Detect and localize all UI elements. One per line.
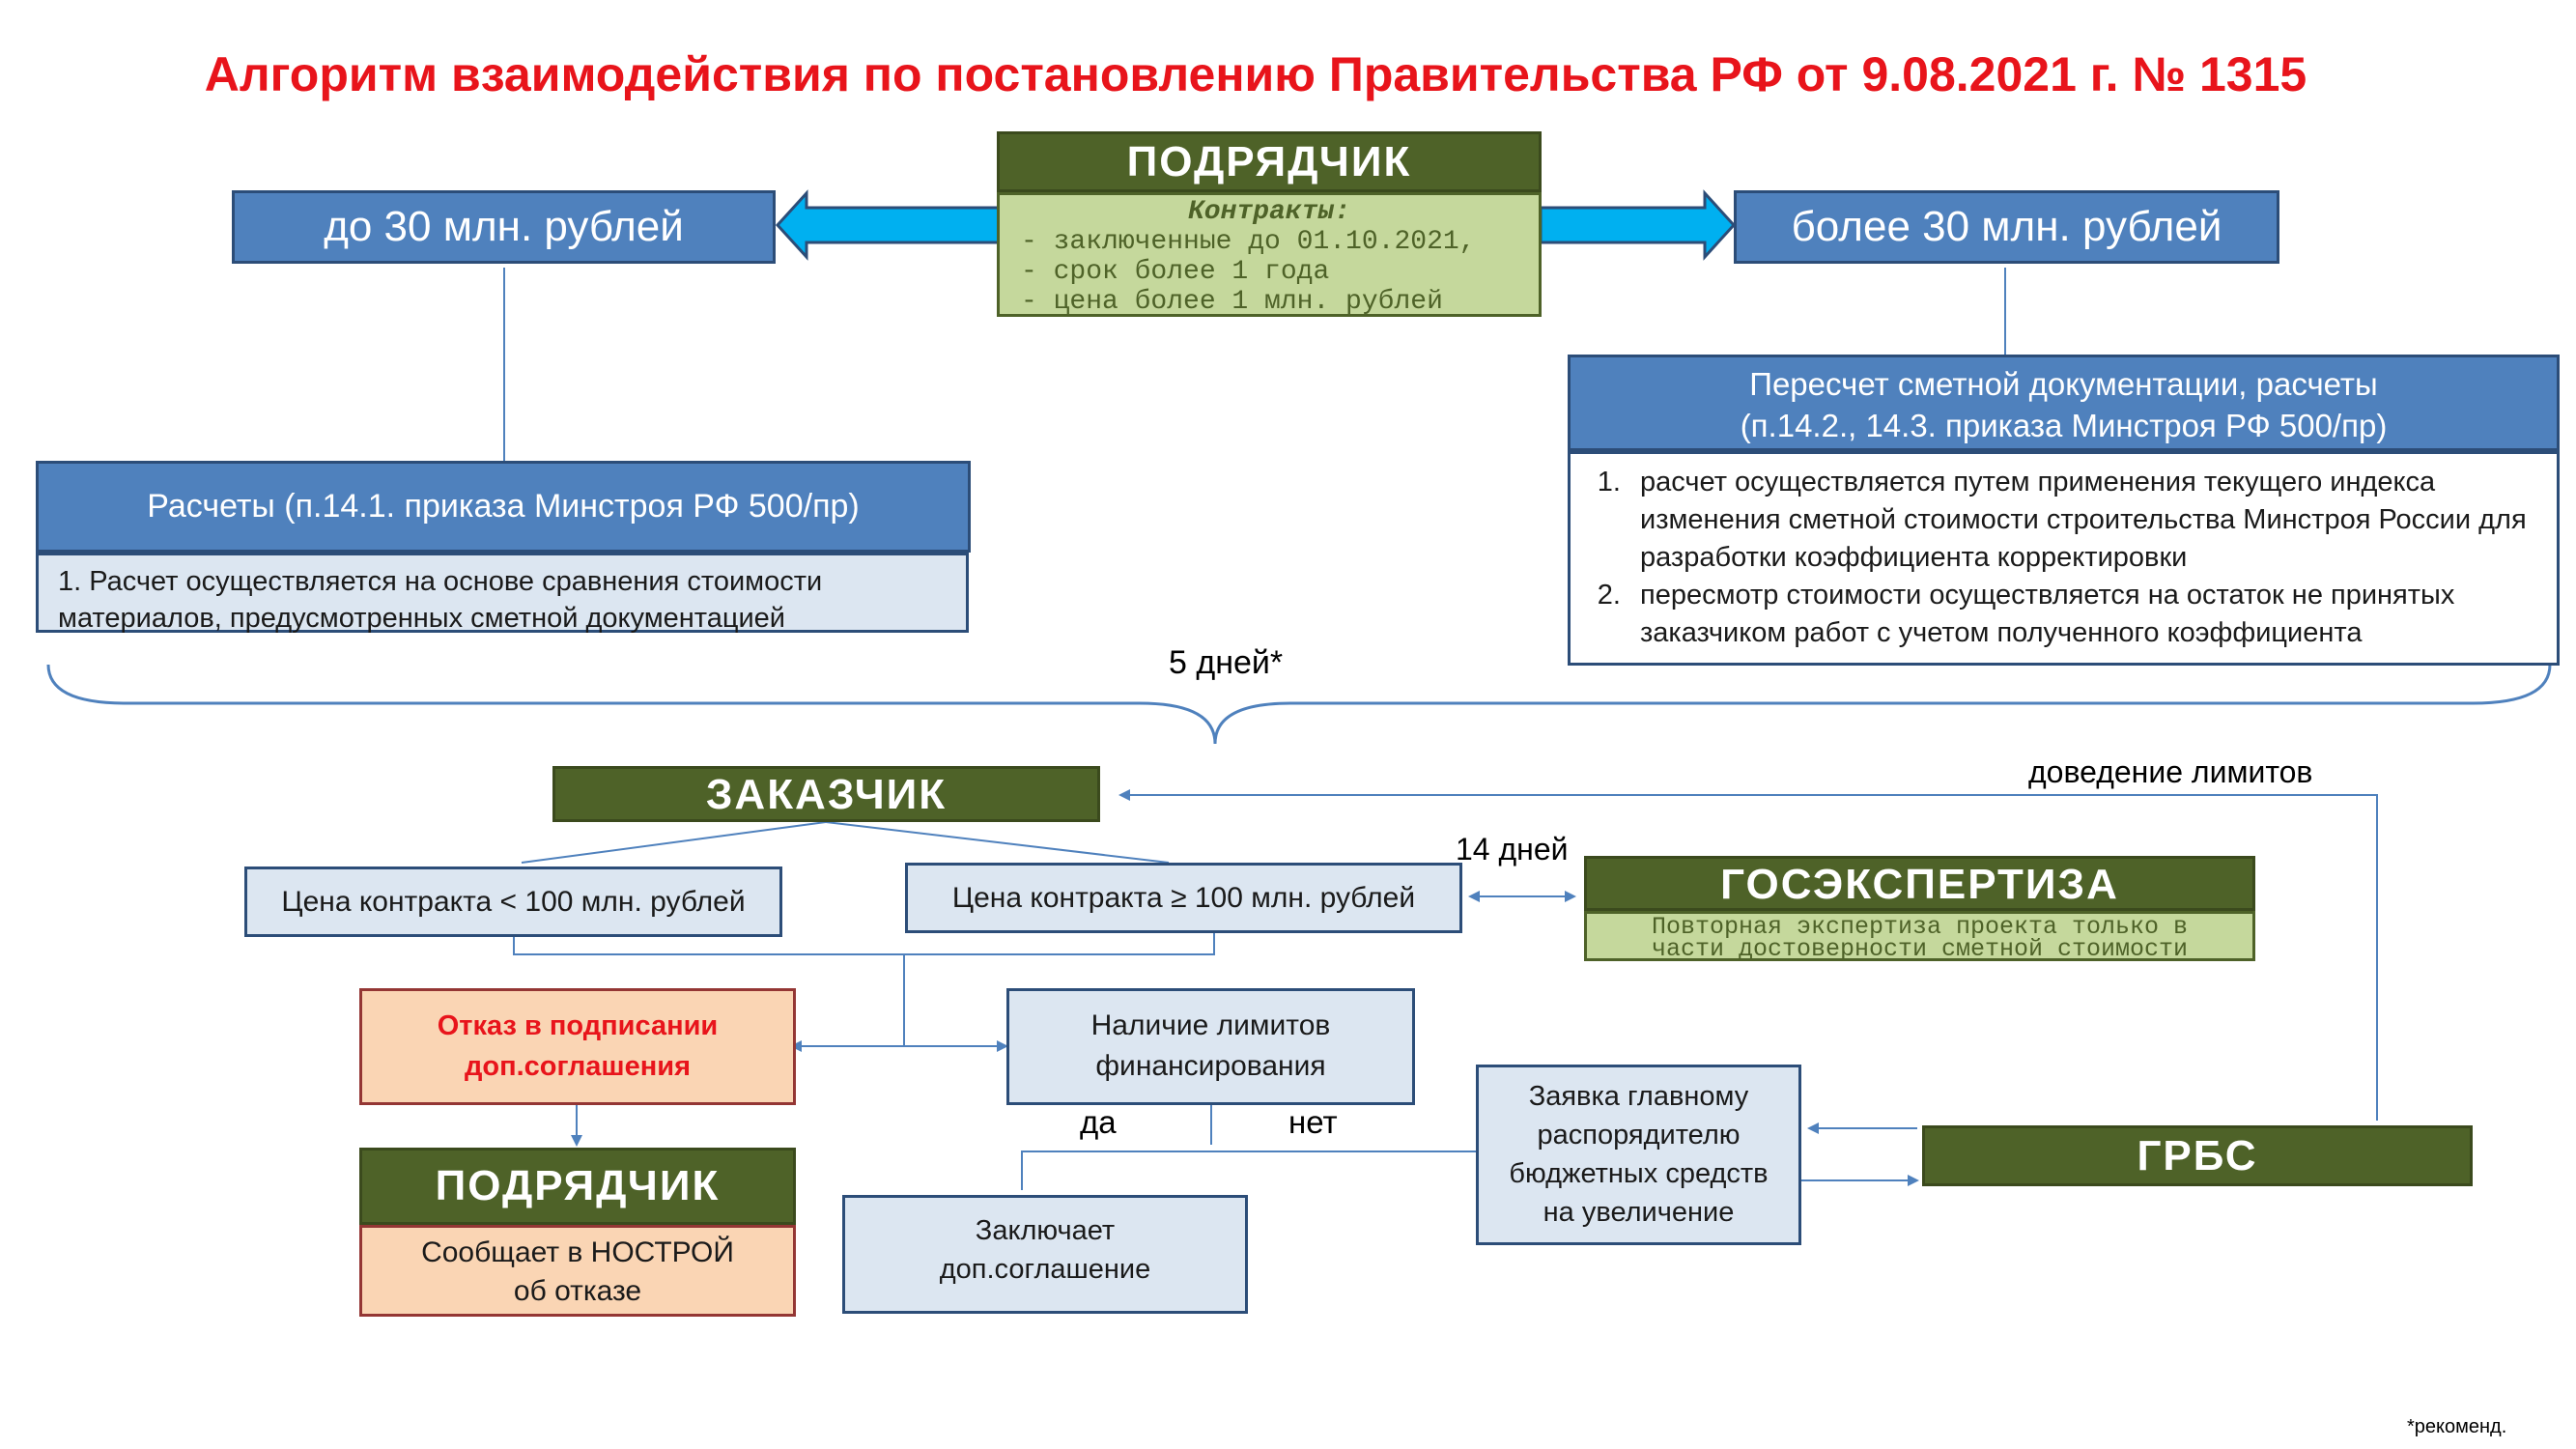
price-low-box: Цена контракта < 100 млн. рублей [244,867,782,937]
branch-under-30: до 30 млн. рублей [232,190,776,264]
contract-conditions-box: Контракты: - заключенные до 01.10.2021, … [997,192,1542,317]
conclude-line: Заключает [975,1215,1116,1246]
price-high-box: Цена контракта ≥ 100 млн. рублей [905,863,1462,933]
expertise-header: ГОСЭКСПЕРТИЗА [1584,856,2255,911]
refusal-line: доп.соглашения [464,1051,691,1082]
footnote: *рекоменд. [2407,1416,2507,1437]
condition-item: - срок более 1 года [1021,257,1330,287]
days-14-label: 14 дней [1456,832,1569,867]
no-label: нет [1288,1104,1338,1140]
page-title: Алгоритм взаимодействия по постановлению… [204,47,2307,101]
request-line: бюджетных средств [1509,1158,1769,1189]
right-calc-header-line: (п.14.2., 14.3. приказа Минстроя РФ 500/… [1740,408,2388,443]
request-line: распорядителю [1537,1120,1741,1151]
limits-box: Наличие лимитов финансирования [1006,988,1415,1105]
right-calc-list: расчет осуществляется путем применения т… [1568,451,2560,666]
expertise-text-line: Повторная экспертиза проекта только в [1651,913,2189,941]
branch-over-30: более 30 млн. рублей [1734,190,2279,264]
request-line: на увеличение [1543,1197,1735,1228]
limits-line: Наличие лимитов [1090,1009,1331,1041]
customer-header: ЗАКАЗЧИК [552,766,1100,822]
conclude-box: Заключает доп.соглашение [842,1195,1248,1314]
request-box: Заявка главному распорядителю бюджетных … [1476,1065,1801,1245]
contracts-label: Контракты: [1187,197,1351,227]
list-item: расчет осуществляется путем применения т… [1628,464,2537,577]
bottom-contractor-header: ПОДРЯДЧИК [359,1148,796,1225]
bottom-contractor-line: об отказе [513,1275,642,1307]
grbs-header: ГРБС [1922,1125,2473,1186]
condition-item: - заключенные до 01.10.2021, [1021,227,1476,257]
expertise-text: Повторная экспертиза проекта только в ча… [1584,911,2255,961]
bottom-contractor-text: Сообщает в НОСТРОЙ об отказе [359,1225,796,1317]
expertise-text-line: части достоверности сметной стоимости [1651,935,2189,963]
bottom-contractor-line: Сообщает в НОСТРОЙ [421,1236,734,1268]
limits-label: доведение лимитов [2028,754,2313,789]
condition-item: - цена более 1 млн. рублей [1021,287,1443,317]
left-calc-text: 1. Расчет осуществляется на основе сравн… [36,553,969,634]
brace [46,664,2552,745]
list-item: пересмотр стоимости осуществляется на ос… [1628,577,2537,652]
refusal-box: Отказ в подписании доп.соглашения [359,988,796,1105]
right-calc-header-line: Пересчет сметной документации, расчеты [1749,366,2378,402]
top-contractor-header: ПОДРЯДЧИК [997,131,1542,192]
conclude-line: доп.соглашение [939,1254,1151,1285]
left-calc-header: Расчеты (п.14.1. приказа Минстроя РФ 500… [36,461,971,553]
limits-line: финансирования [1095,1050,1326,1082]
right-calc-header: Пересчет сметной документации, расчеты (… [1568,355,2560,451]
days-5-label: 5 дней* [1169,644,1284,681]
refusal-line: Отказ в подписании [437,1010,719,1041]
yes-label: да [1080,1104,1117,1140]
arrow-right-big [1539,189,1737,261]
arrow-left-big [775,189,1002,261]
request-line: Заявка главному [1528,1081,1749,1112]
